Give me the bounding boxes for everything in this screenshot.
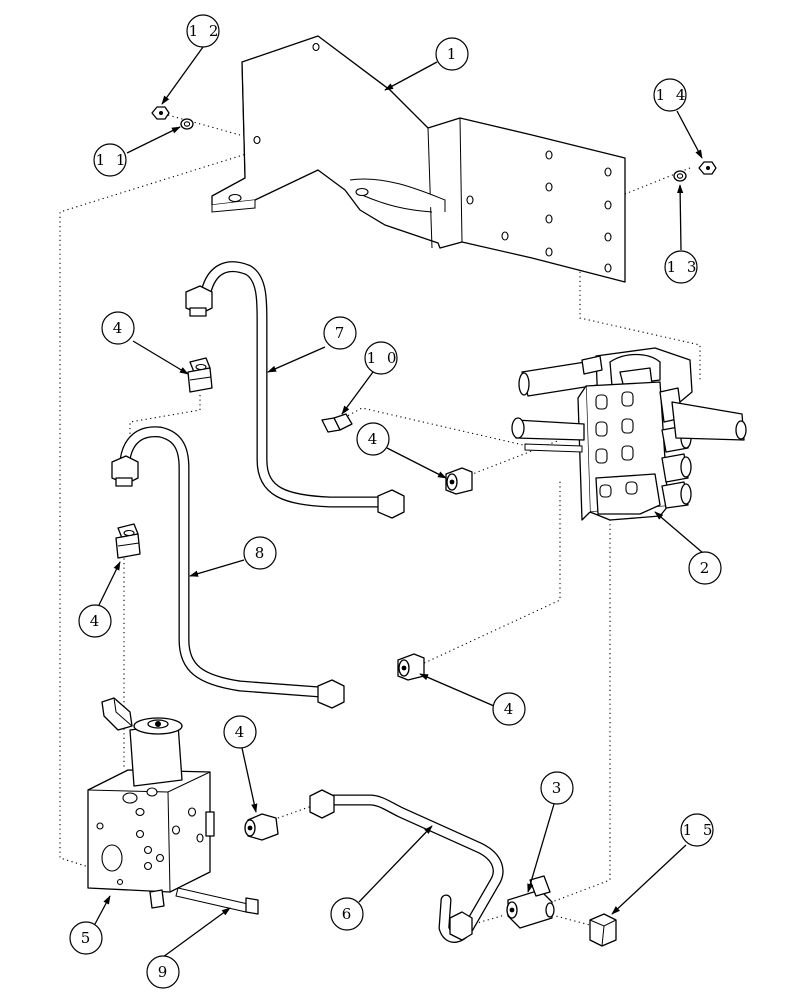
svg-text:7: 7	[335, 324, 348, 342]
fitting-4-mid-left	[115, 523, 141, 559]
mounting-bracket	[211, 35, 626, 283]
svg-text:1 4: 1 4	[656, 86, 689, 104]
cap-nut-15	[589, 913, 617, 947]
callout-4e: 4	[223, 715, 257, 749]
bolt-10	[321, 413, 353, 433]
svg-text:1 0: 1 0	[367, 349, 400, 367]
fitting-4-center	[445, 467, 473, 495]
leader-lines	[94, 46, 704, 958]
bolt-9	[175, 887, 259, 915]
svg-text:4: 4	[113, 319, 126, 337]
svg-text:1 5: 1 5	[683, 821, 716, 839]
fitting-4-lower-center	[397, 653, 425, 681]
svg-text:9: 9	[158, 963, 171, 981]
tube-7	[185, 261, 405, 519]
control-valve	[511, 347, 747, 521]
nut-14	[698, 161, 717, 175]
fitting-4-top-left	[187, 357, 213, 393]
callout-15: 1 5	[680, 813, 716, 847]
callout-6: 6	[330, 897, 364, 931]
svg-text:3: 3	[552, 779, 565, 797]
svg-text:4: 4	[90, 612, 103, 630]
washer-11	[180, 118, 194, 130]
tube-8	[111, 426, 345, 709]
nut-12	[151, 106, 170, 120]
callout-13: 1 3	[664, 250, 700, 284]
callout-9: 9	[146, 955, 180, 989]
callout-4d: 4	[492, 692, 526, 726]
tube-6	[309, 789, 504, 943]
svg-text:1 1: 1 1	[96, 151, 129, 169]
svg-text:8: 8	[255, 544, 268, 562]
svg-text:4: 4	[504, 700, 517, 718]
svg-text:1 2: 1 2	[189, 22, 222, 40]
svg-text:4: 4	[368, 430, 381, 448]
callouts: 1 2 3 4 4 4 4 4 5 6 7 8 9 1 0 1 1 1 2 1 …	[69, 14, 722, 989]
callout-8: 8	[243, 536, 277, 570]
tee-fitting-3	[506, 875, 555, 929]
svg-text:5: 5	[81, 929, 94, 947]
callout-10: 1 0	[364, 341, 400, 375]
washer-13	[673, 170, 687, 182]
callout-4c: 4	[78, 604, 112, 638]
svg-text:1: 1	[447, 45, 460, 63]
svg-text:1 3: 1 3	[667, 258, 700, 276]
svg-text:2: 2	[700, 559, 713, 577]
callout-4a: 4	[101, 311, 135, 345]
svg-text:4: 4	[235, 723, 248, 741]
callout-4b: 4	[356, 422, 390, 456]
callout-7: 7	[323, 316, 357, 350]
callout-14: 1 4	[653, 78, 689, 112]
callout-12: 1 2	[186, 14, 222, 48]
svg-text:6: 6	[342, 905, 355, 923]
callout-3: 3	[540, 771, 574, 805]
fitting-4-bottom	[244, 813, 279, 841]
solenoid-valve-block	[87, 697, 215, 909]
callout-2: 2	[688, 551, 722, 585]
callout-5: 5	[69, 921, 103, 955]
callout-1: 1	[435, 37, 469, 71]
callout-11: 1 1	[93, 143, 129, 177]
